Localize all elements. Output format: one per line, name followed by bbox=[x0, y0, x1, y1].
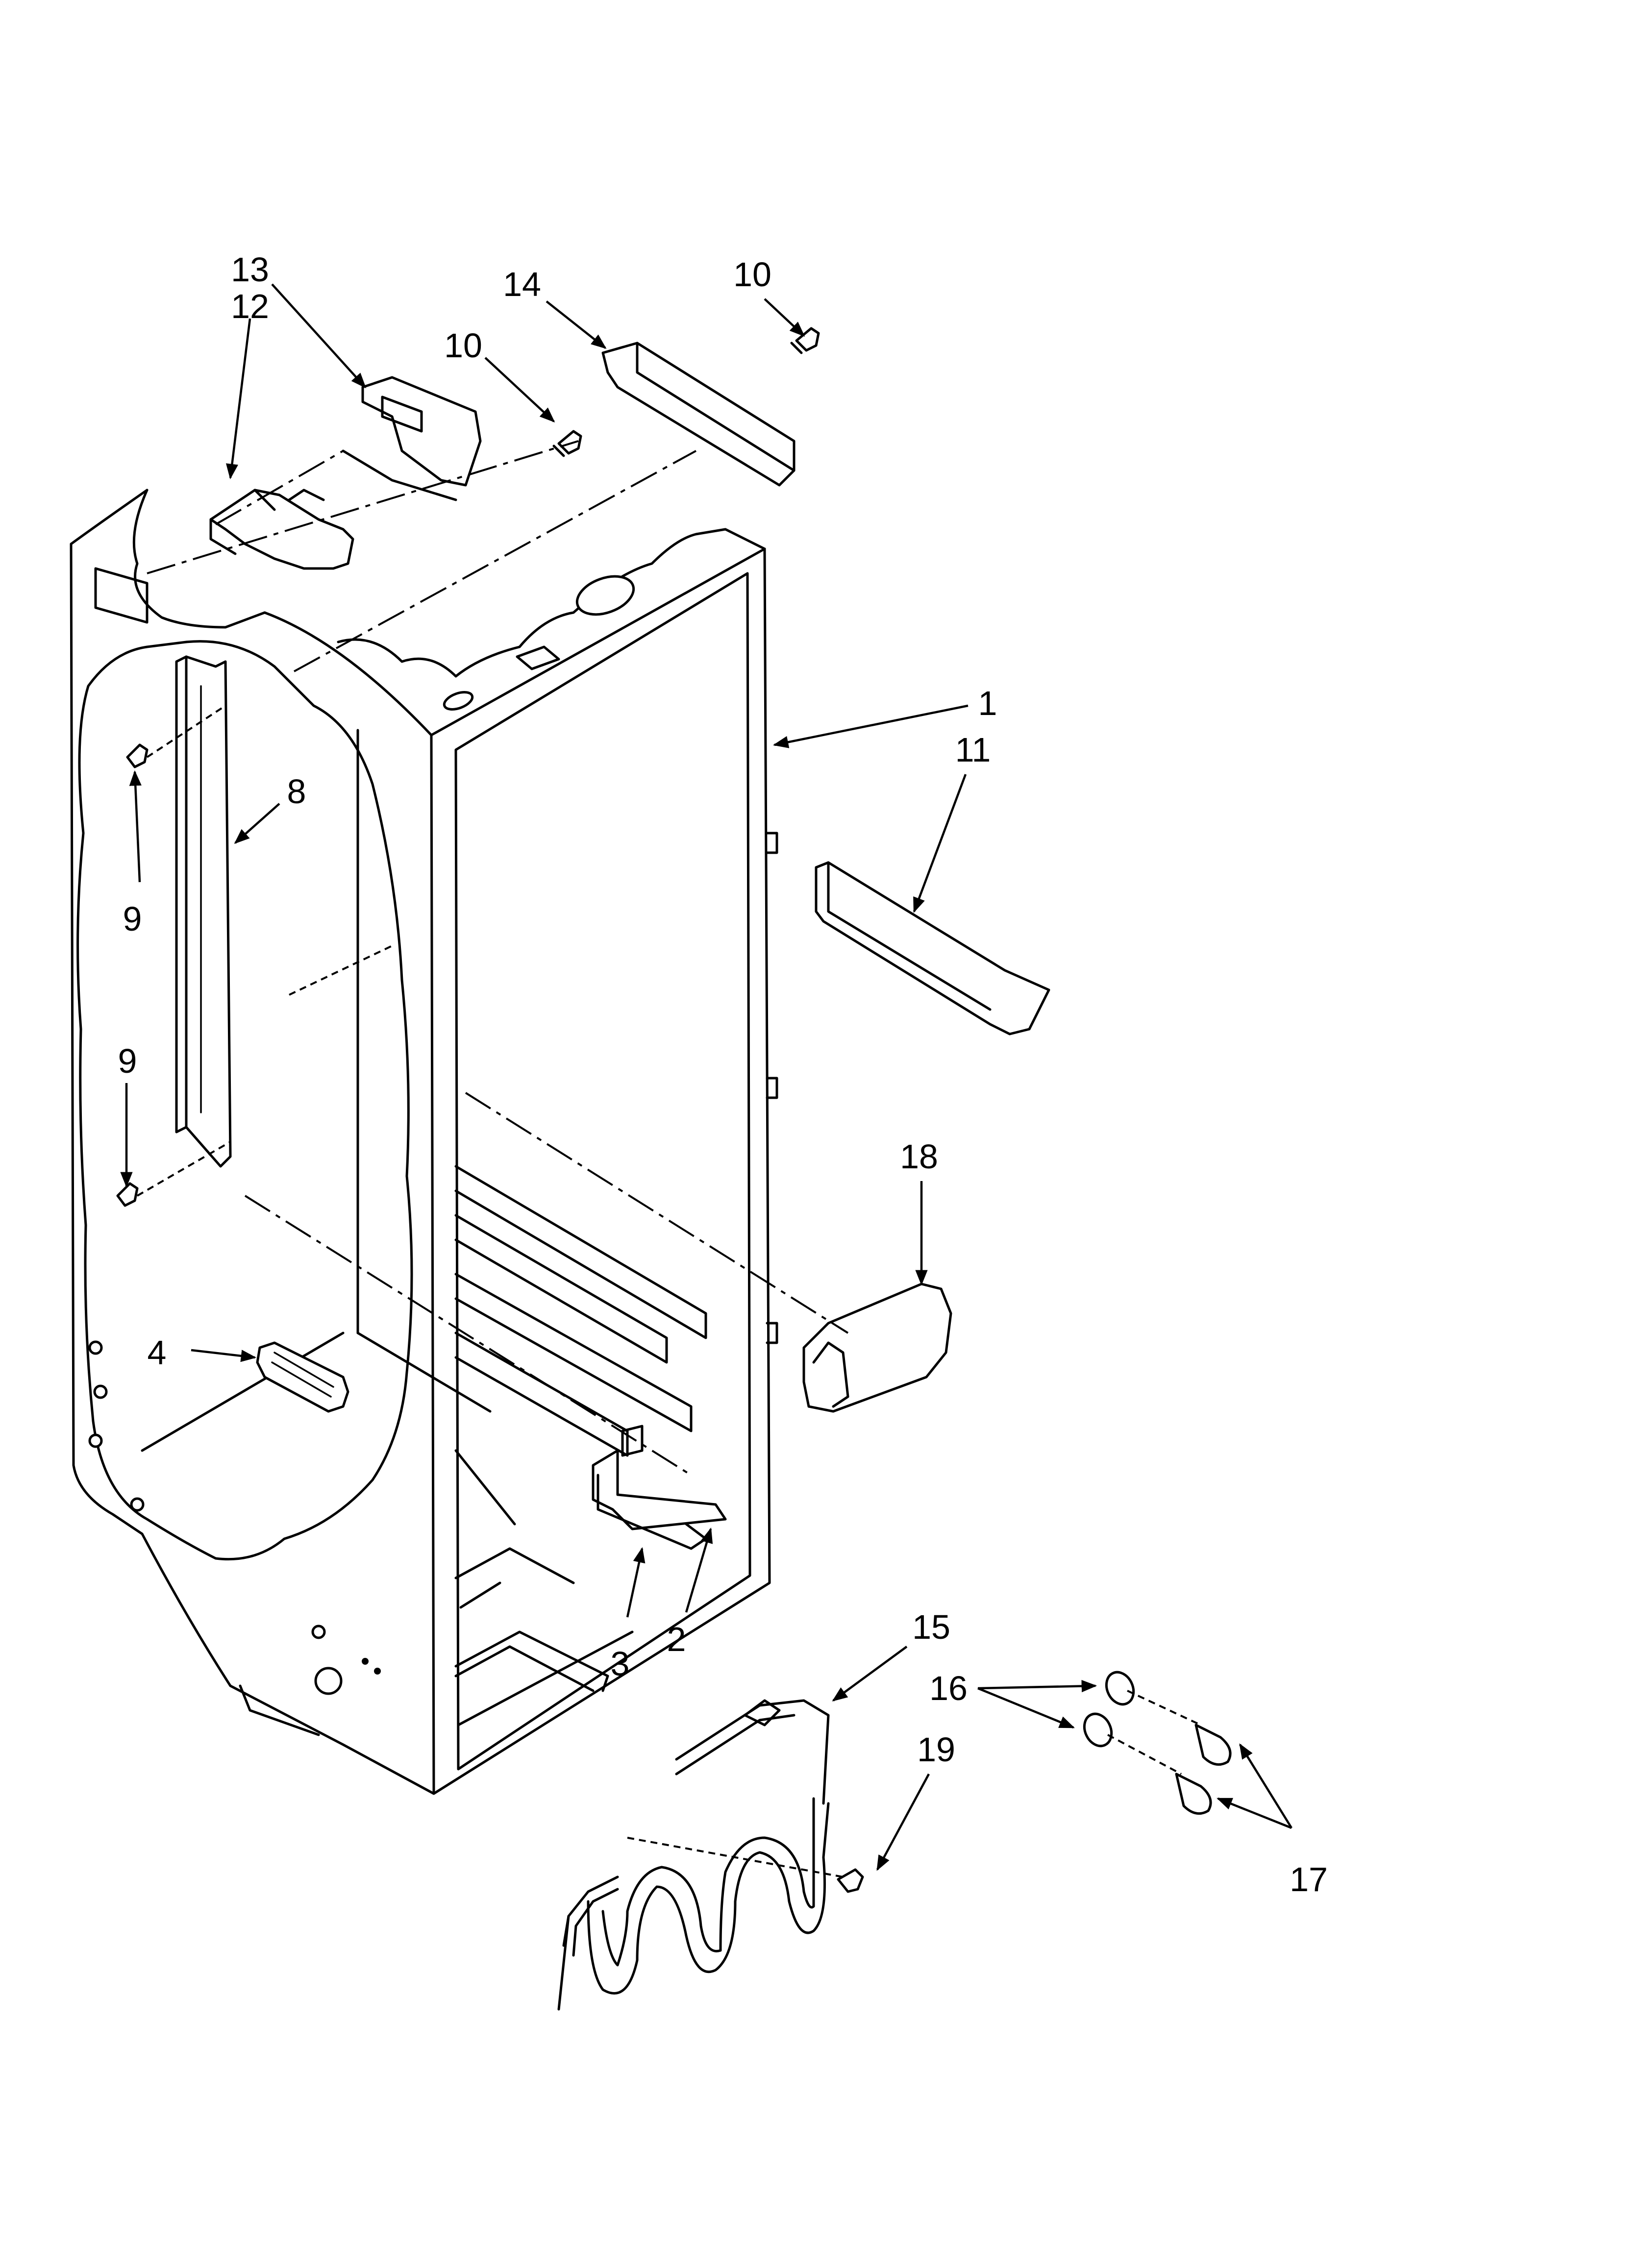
alignment-lines bbox=[136, 440, 1201, 1878]
part-8-rail bbox=[175, 655, 232, 1168]
callout-10-right: 10 bbox=[733, 255, 771, 294]
callout-14: 14 bbox=[503, 265, 541, 303]
leader-lines bbox=[120, 283, 1293, 1871]
callout-12: 12 bbox=[231, 287, 269, 325]
cabinet-liner bbox=[70, 489, 778, 1795]
part-4-vent bbox=[256, 1341, 349, 1413]
shelf-rails bbox=[454, 1165, 707, 1457]
part-11 bbox=[815, 861, 1050, 1035]
callout-13: 13 bbox=[231, 250, 269, 289]
callout-4: 4 bbox=[147, 1333, 167, 1372]
part-15-heater-tube bbox=[557, 1699, 830, 2011]
part-13 bbox=[342, 376, 482, 501]
screws bbox=[116, 327, 1232, 1893]
callout-3: 3 bbox=[610, 1645, 630, 1683]
brackets-2-3 bbox=[592, 1425, 727, 1550]
callout-9-lower: 9 bbox=[118, 1042, 137, 1080]
callout-8: 8 bbox=[287, 772, 306, 811]
part-12 bbox=[209, 489, 354, 570]
callout-18: 18 bbox=[900, 1137, 938, 1176]
part-18 bbox=[802, 1282, 952, 1413]
callout-10-left: 10 bbox=[444, 326, 482, 365]
callout-2: 2 bbox=[667, 1620, 686, 1658]
callout-17: 17 bbox=[1290, 1860, 1328, 1898]
part-14 bbox=[601, 342, 796, 487]
callout-16: 16 bbox=[929, 1669, 968, 1707]
callout-11: 11 bbox=[955, 731, 991, 769]
callout-1: 1 bbox=[978, 684, 997, 722]
callout-19: 19 bbox=[917, 1730, 955, 1769]
callout-15: 15 bbox=[912, 1608, 950, 1646]
callout-9-upper: 9 bbox=[123, 900, 142, 938]
